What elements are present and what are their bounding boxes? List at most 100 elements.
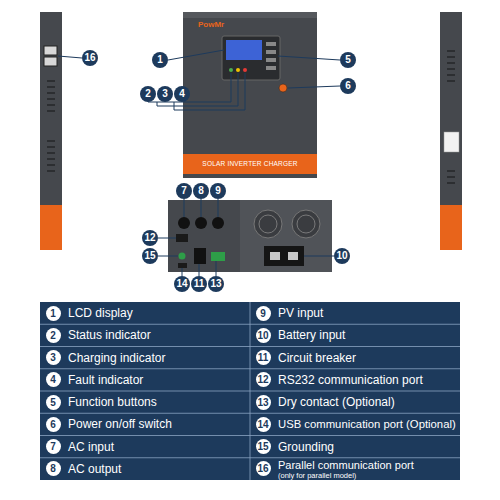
side-panel (40, 12, 62, 250)
button (266, 66, 276, 70)
power-switch (279, 84, 287, 92)
callout-number: 11 (191, 276, 207, 292)
table-number: 11 (256, 350, 271, 365)
button (266, 58, 276, 62)
terminal-screw (288, 252, 298, 260)
callout-number: 8 (193, 183, 209, 199)
side-panel (440, 12, 462, 250)
leader-lines (158, 199, 334, 276)
table-number: 3 (46, 350, 61, 365)
callout-number: 7 (176, 183, 192, 199)
legend-table (40, 302, 460, 480)
table-cell: PV input (278, 306, 323, 320)
bottom-view (158, 199, 334, 276)
leader-line (58, 56, 82, 58)
table-number: 7 (46, 439, 61, 454)
table-cell: Function buttons (68, 395, 157, 409)
callout-number: 3 (157, 86, 173, 102)
fan-grill (292, 210, 320, 238)
table-number: 14 (256, 417, 271, 432)
fan-grill (297, 215, 315, 233)
table-number: 9 (256, 306, 271, 321)
orange-band (440, 205, 462, 250)
table-number: 16 (256, 461, 271, 476)
callout-number: 16 (82, 50, 98, 66)
port-area (168, 200, 240, 272)
table-cell: USB communication port (Optional) (278, 417, 456, 431)
table-cell: AC output (68, 462, 121, 476)
ground-terminal (179, 253, 186, 260)
bottom-panel (168, 200, 332, 272)
table-number: 10 (256, 328, 271, 343)
lcd-screen (226, 40, 262, 60)
callout-number: 2 (140, 86, 156, 102)
table-cell: Dry contact (Optional) (278, 395, 395, 409)
rs232-port (176, 234, 188, 242)
circuit-breaker (194, 248, 206, 264)
table-note: (only for parallel model) (278, 470, 356, 479)
table-number: 8 (46, 461, 61, 476)
sticker (444, 132, 459, 152)
callout-number: 6 (340, 78, 356, 94)
table-number: 13 (256, 395, 271, 410)
table-number: 5 (46, 395, 61, 410)
table-background (40, 302, 460, 480)
charging-led (236, 68, 240, 72)
ac-output-port (195, 217, 207, 229)
orange-band (183, 154, 317, 174)
callout-number: 4 (174, 86, 190, 102)
callout-number: 13 (208, 276, 224, 292)
callout-number: 1 (152, 52, 168, 68)
callout-number: 15 (142, 248, 158, 264)
table-number: 1 (46, 306, 61, 321)
left-side-view (40, 12, 82, 250)
usb-port (178, 263, 187, 268)
front-view (148, 12, 340, 178)
vent-slots (447, 50, 455, 184)
pv-input-port (212, 217, 224, 229)
vent-slots (47, 80, 55, 172)
table-number: 6 (46, 417, 61, 432)
table-cell: RS232 communication port (278, 373, 423, 387)
callout-number: 5 (340, 52, 356, 68)
right-side-view (440, 12, 462, 250)
panel-label: SOLAR INVERTER CHARGER (202, 160, 297, 168)
table-cell: Circuit breaker (278, 351, 356, 365)
table-cell: AC input (68, 440, 114, 454)
table-cell: Status indicator (68, 328, 151, 342)
leader-lines (148, 50, 340, 110)
ac-input-port (178, 217, 190, 229)
table-grid (40, 302, 460, 480)
callout-number: 10 (334, 248, 350, 264)
port (44, 46, 57, 55)
battery-terminal (264, 246, 304, 266)
top-edge (183, 12, 317, 18)
table-number: 15 (256, 439, 271, 454)
table-number: 12 (256, 372, 271, 387)
button (266, 50, 276, 54)
table-cell: Battery input (278, 328, 345, 342)
orange-band (40, 205, 62, 250)
callout-number: 14 (174, 276, 190, 292)
table-cell: Charging indicator (68, 351, 165, 365)
callout-number: 12 (142, 230, 158, 246)
fan-grill (254, 210, 282, 238)
table-cell: LCD display (68, 306, 133, 320)
status-led (229, 68, 233, 72)
fault-led (243, 68, 247, 72)
brand-logo: PowMr (198, 20, 224, 30)
table-cell: Grounding (278, 440, 334, 454)
button (266, 42, 276, 46)
table-number: 4 (46, 372, 61, 387)
fan-grill (259, 215, 277, 233)
port (44, 57, 57, 66)
table-cell: Parallel communication port (278, 459, 414, 471)
table-number: 2 (46, 328, 61, 343)
table-cell: Power on/off switch (68, 417, 172, 431)
terminal-screw (270, 252, 280, 260)
table-cell: Fault indicator (68, 373, 143, 387)
callout-number: 9 (210, 183, 226, 199)
dry-contact (211, 252, 225, 261)
front-panel (183, 12, 317, 178)
